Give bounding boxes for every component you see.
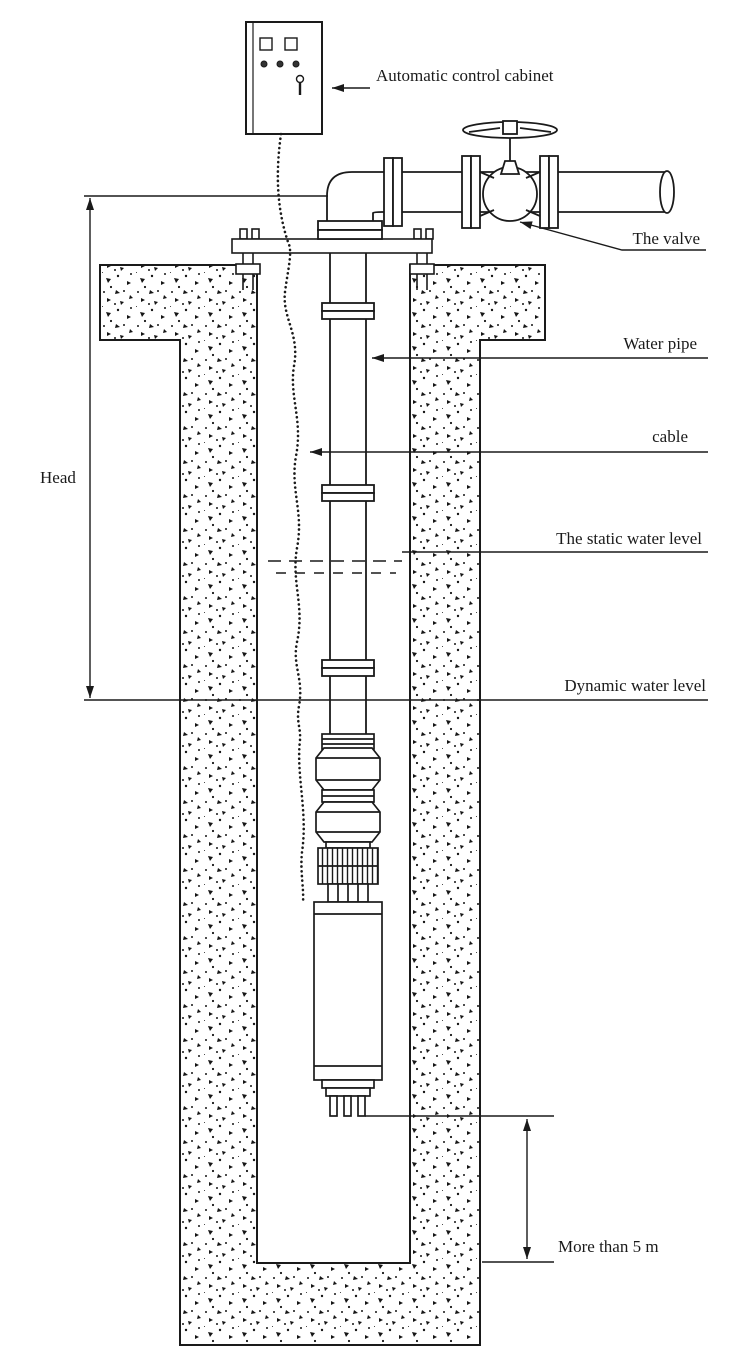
label-static-water-level: The static water level — [556, 529, 702, 548]
valve-assembly — [461, 120, 559, 229]
indicator-window — [284, 37, 298, 51]
indicator-window — [259, 37, 273, 51]
valve-bonnet — [499, 160, 521, 175]
label-min-depth: More than 5 m — [558, 1237, 659, 1256]
label-head: Head — [40, 468, 76, 487]
water-pipe — [321, 253, 375, 734]
indicator-lamp — [260, 60, 268, 68]
head-dimension — [84, 195, 708, 701]
pump-discharge-head — [321, 733, 375, 750]
label-cable: cable — [652, 427, 688, 446]
pump-bowl-stage — [315, 747, 381, 791]
depth-dimension — [365, 1115, 554, 1263]
key-lock — [295, 74, 305, 84]
indicator-lamp — [292, 60, 300, 68]
motor-foot — [343, 1095, 352, 1117]
static-water-level-marks — [268, 560, 402, 574]
power-cable — [276, 132, 305, 904]
label-water-pipe: Water pipe — [623, 334, 697, 353]
pipe-end-cap — [659, 170, 675, 214]
control-cabinet — [245, 21, 323, 135]
pipe-coupling — [321, 484, 375, 502]
label-valve: The valve — [633, 229, 701, 248]
submersible-pump — [313, 733, 383, 1117]
motor-end-plate — [325, 1087, 371, 1097]
handwheel-hub — [502, 120, 518, 135]
wellhead-plate — [231, 228, 435, 290]
indicator-lamp — [276, 60, 284, 68]
leader-valve — [519, 221, 706, 251]
pipe-coupling — [321, 659, 375, 677]
label-dynamic-water-level: Dynamic water level — [564, 676, 706, 695]
pump-bowl-stage — [315, 801, 381, 843]
motor-foot — [329, 1095, 338, 1117]
motor-body — [313, 901, 383, 1081]
concrete-well-structure — [99, 264, 546, 1346]
leader-lines — [310, 84, 708, 553]
pipe-coupling — [321, 302, 375, 320]
motor-end-plate — [321, 1079, 375, 1089]
valve-body — [482, 166, 538, 222]
label-control-cabinet: Automatic control cabinet — [376, 66, 554, 85]
horizontal-pipe — [317, 157, 675, 240]
motor-foot — [357, 1095, 366, 1117]
